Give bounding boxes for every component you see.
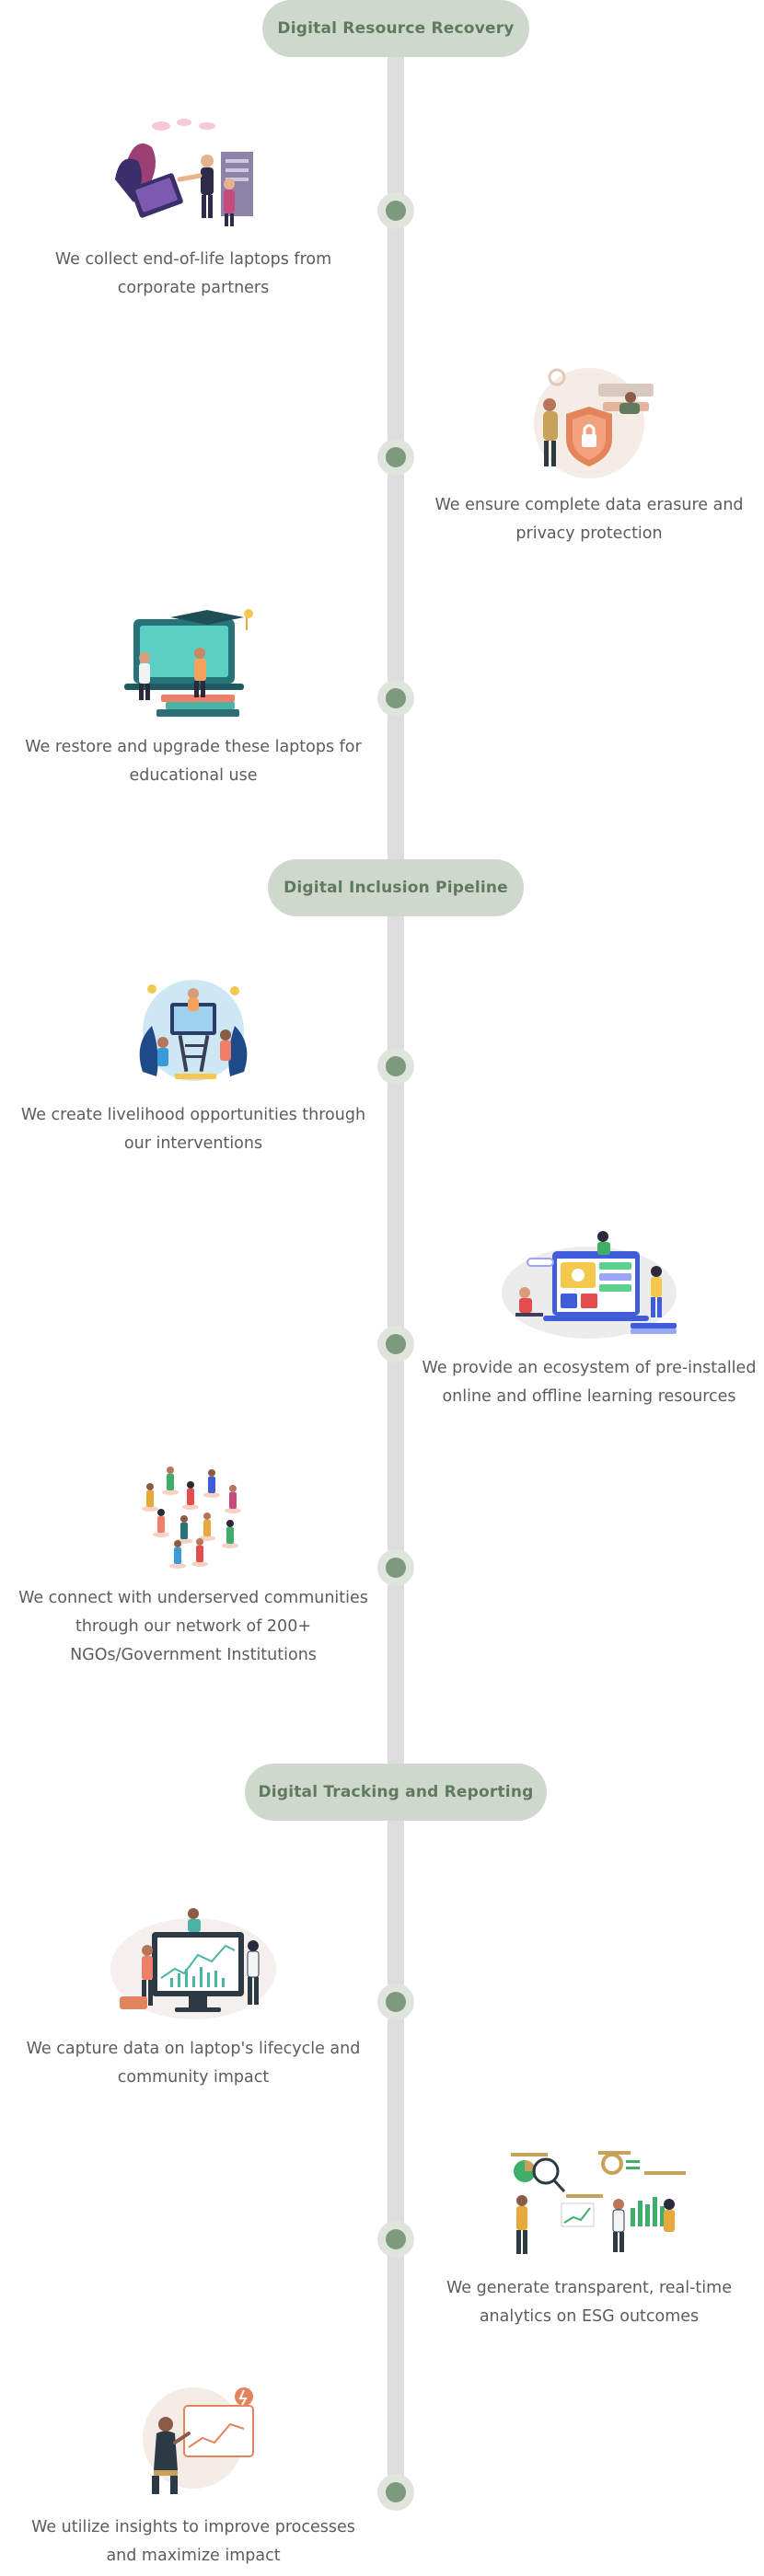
analytics-charts-illustration [511,2151,686,2254]
data-capture-monitor-illustration [110,1908,276,2019]
section-heading-inclusion-pipeline: Digital Inclusion Pipeline [268,859,524,916]
timeline-step: We utilize insights to improve processes… [18,2383,368,2570]
team-collaboration-illustration [139,980,248,1081]
timeline-step: We collect end-of-life laptops from corp… [18,115,368,303]
timeline-node [377,192,414,229]
timeline-step: We provide an ecosystem of pre-installed… [414,1224,764,1411]
step-caption: We provide an ecosystem of pre-installed… [422,1359,757,1406]
timeline-node [377,439,414,476]
insights-lightbulb-illustration [143,2387,254,2494]
timeline-node [377,680,414,717]
timeline-line [388,37,404,2502]
data-security-shield-illustration [534,368,654,478]
handshake-laptop-illustration [115,119,253,226]
timeline-step: We ensure complete data erasure and priv… [414,361,764,548]
step-caption: We connect with underserved communities … [18,1589,368,1664]
timeline-step: We restore and upgrade these laptops for… [18,603,368,790]
timeline-node [377,2474,414,2511]
step-caption: We create livelihood opportunities throu… [20,1106,366,1153]
step-caption: We ensure complete data erasure and priv… [434,496,744,543]
timeline-node [377,1984,414,2020]
section-heading-resource-recovery: Digital Resource Recovery [262,0,529,57]
timeline-step: We generate transparent, real-time analy… [414,2144,764,2331]
timeline-node [377,2221,414,2258]
learning-dashboard-illustration [502,1231,677,1339]
community-network-illustration [142,1466,241,1569]
section-heading-tracking-reporting: Digital Tracking and Reporting [245,1764,547,1821]
step-caption: We generate transparent, real-time analy… [446,2279,732,2326]
step-caption: We restore and upgrade these laptops for… [25,738,362,785]
timeline-node [377,1326,414,1363]
graduation-laptop-illustration [124,609,253,717]
timeline-step: We capture data on laptop's lifecycle an… [18,1904,368,2092]
step-caption: We collect end-of-life laptops from corp… [54,250,332,297]
timeline-node [377,1549,414,1586]
timeline-node [377,1048,414,1085]
step-caption: We capture data on laptop's lifecycle an… [26,2040,361,2087]
timeline-step: We connect with underserved communities … [18,1454,368,1670]
timeline-step: We create livelihood opportunities throu… [18,971,368,1158]
step-caption: We utilize insights to improve processes… [31,2518,355,2565]
